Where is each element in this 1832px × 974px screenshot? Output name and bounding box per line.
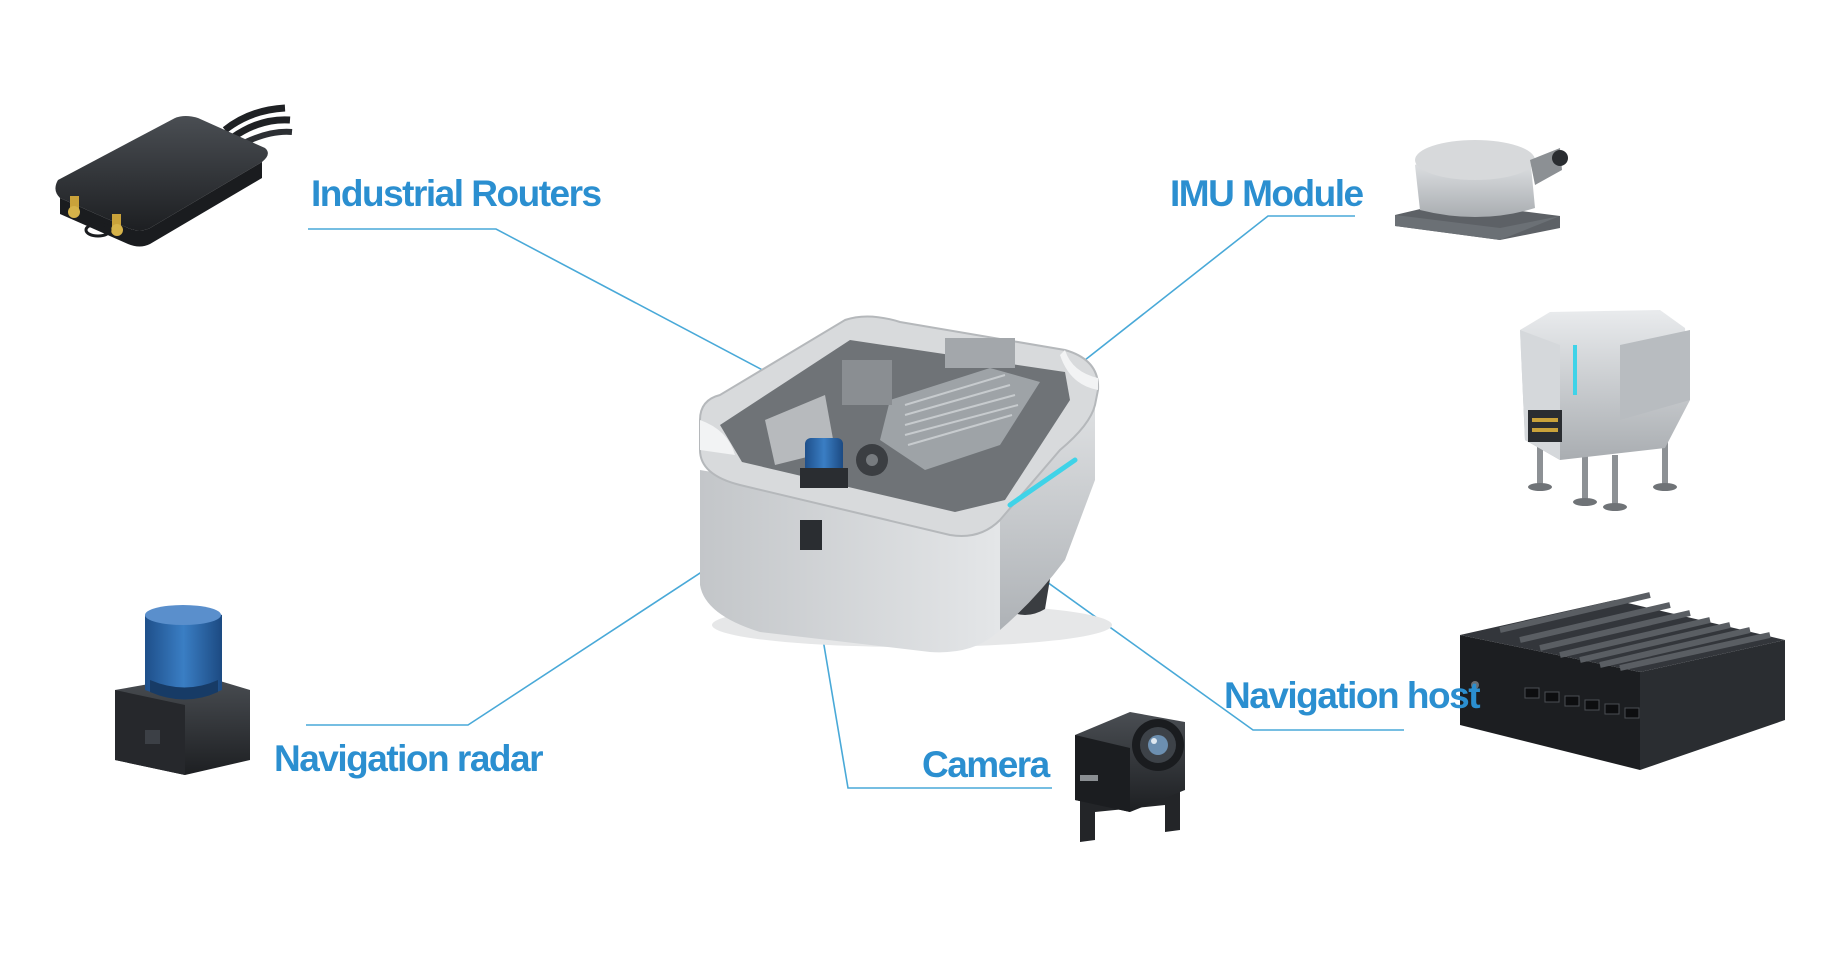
label-industrial-routers: Industrial Routers (311, 173, 602, 214)
label-camera: Camera (922, 744, 1050, 785)
router-device (55, 104, 293, 247)
camera-device (1075, 712, 1185, 842)
leader-line-routers (308, 228, 877, 431)
label-navigation-host: Navigation host (1224, 675, 1481, 716)
depth-sensor-device (1520, 310, 1690, 511)
label-imu-module: IMU Module (1170, 173, 1364, 214)
label-navigation-radar: Navigation radar (274, 738, 543, 779)
lidar-device (115, 605, 250, 775)
robot-chassis (699, 315, 1112, 653)
imu-device (1395, 140, 1568, 240)
leader-line-radar (306, 521, 779, 726)
host-device (1460, 592, 1785, 770)
